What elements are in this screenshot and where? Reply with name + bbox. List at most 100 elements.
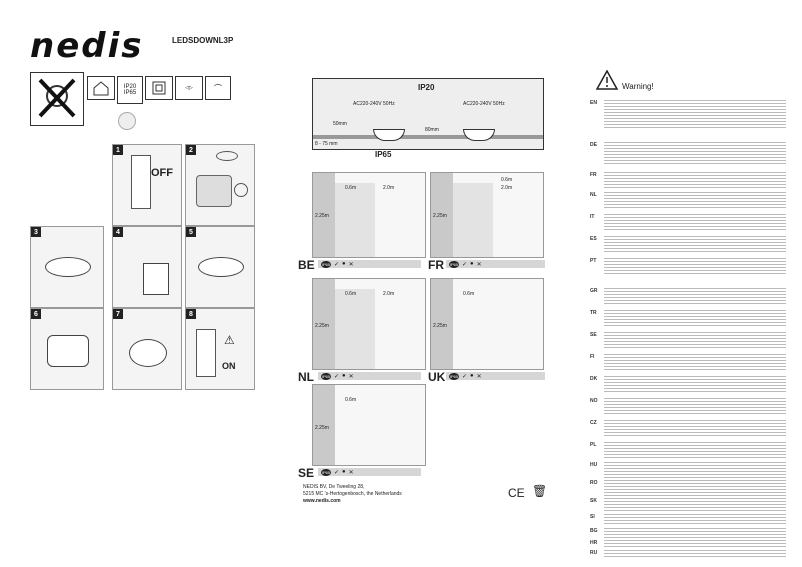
check-icon: ✓ [462,373,468,380]
lang-fr: FR [590,172,597,178]
distance-2: 2.0m [383,185,395,191]
drop-icon: ● [470,261,474,267]
text-sk [604,498,786,512]
zone-0 [431,279,453,369]
zone-1 [453,183,493,257]
ip-badge: IP65 [449,260,459,268]
text-pt [604,258,786,276]
weee-bin-icon: 🗑 [532,484,548,498]
lang-pl: PL [590,442,597,448]
lang-pt: PT [590,258,597,264]
dim-depth-label: 8 - 75 mm [315,141,338,147]
brand-logo: nedis [30,26,144,66]
lang-fi: FI [590,354,595,360]
text-cz [604,420,786,438]
zone-1 [335,183,375,257]
legend-se: IP65 ✓●✕ [318,468,421,476]
lang-bg: BG [590,528,598,534]
ce-mark: CE [508,486,525,500]
check-icon: ✓ [334,373,340,380]
ip65-zone-label: IP65 [375,150,392,159]
lang-tr: TR [590,310,597,316]
on-label: ON [222,361,236,371]
step-5-panel: 5 [185,226,255,308]
energy-icon [118,112,136,130]
step-number: 3 [31,227,41,237]
legend-fr: IP65 ✓●✕ [446,260,545,268]
step-8-panel: 8 ON ⚠ [185,308,255,390]
cross-icon: ✕ [348,469,354,476]
ip-badge: IP65 [449,372,459,380]
height: 2.25m [315,425,329,431]
country-fr: FR [428,258,444,272]
text-pl [604,442,786,460]
country-nl: NL [298,370,314,384]
step-number: 5 [186,227,196,237]
spring-clip-icon [47,335,89,367]
lang-se: SE [590,332,597,338]
step-number: 7 [113,309,123,319]
terminal-block-icon [143,263,169,295]
warning-triangle-icon [595,69,619,95]
no-insulation-icon [30,72,84,126]
lang-hu: HU [590,462,598,468]
house-icon [87,76,115,100]
text-it [604,214,786,232]
text-se [604,332,786,350]
lang-ro: RO [590,480,598,486]
distance-icon: ◁▷ [175,76,203,100]
check-icon: ✓ [334,261,340,268]
recessed-icon: ⌒ [205,76,231,100]
zone-panel-fr: 0.6m 2.0m 2.25m [430,172,544,258]
distance-2: 2.0m [383,291,395,297]
lang-hr: HR [590,540,598,546]
downlight-icon [198,257,244,277]
zone-0 [313,385,335,465]
cross-icon: ✕ [348,373,354,380]
lang-en: EN [590,100,597,106]
ip65-label: IP65 [123,90,137,96]
zone-panel-uk: 0.6m 2.25m [430,278,544,370]
check-icon: ✓ [334,469,340,476]
voltage-right-label: AC220-240V 50Hz [463,101,505,107]
model-number: LEDSDOWNL3P [172,36,234,45]
distance-1: 0.6m [501,177,513,183]
step-6-panel: 6 [30,308,104,390]
cross-icon: ✕ [348,261,354,268]
lang-sk: SK [590,498,597,504]
height: 2.25m [315,323,329,329]
height: 2.25m [433,213,447,219]
zone-1 [335,289,375,369]
lang-gr: GR [590,288,598,294]
zone-panel-se: 0.6m 2.25m [312,384,426,466]
text-bg [604,528,786,538]
legend-uk: IP65 ✓●✕ [446,372,545,380]
step-number: 1 [113,145,123,155]
country-se: SE [298,466,315,480]
cross-icon: ✕ [476,373,482,380]
step-number: 2 [186,145,196,155]
step-1-panel: 1 OFF [112,144,182,226]
address-line-3: www.nedis.com [303,498,341,504]
step-number: 4 [113,227,123,237]
address-line-2: 5215 MC 's-Hertogenbosch, the Netherland… [303,491,402,497]
ip20-zone-label: IP20 [418,83,435,92]
text-nl [604,192,786,210]
zone-0 [313,279,335,369]
step-3-panel: 3 [30,226,104,308]
text-si [604,514,786,526]
voltage-left-label: AC220-240V 50Hz [353,101,395,107]
lang-dk: DK [590,376,598,382]
text-no [604,398,786,416]
drop-icon: ● [342,469,346,475]
distance-2: 2.0m [501,185,513,191]
warning-title: Warning! [622,82,654,91]
downlight-right-icon [463,129,495,141]
manufacturer-address: NEDIS BV, De Tweeling 28, 5215 MC 's-Her… [303,484,402,505]
ip20-label: IP20 [123,84,137,90]
lang-it: IT [590,214,595,220]
ip-badge: IP65 [321,468,331,476]
step-7-panel: 7 [112,308,182,390]
ceiling-hole-icon [216,151,238,161]
address-line-1: NEDIS BV, De Tweeling 28, [303,484,365,490]
